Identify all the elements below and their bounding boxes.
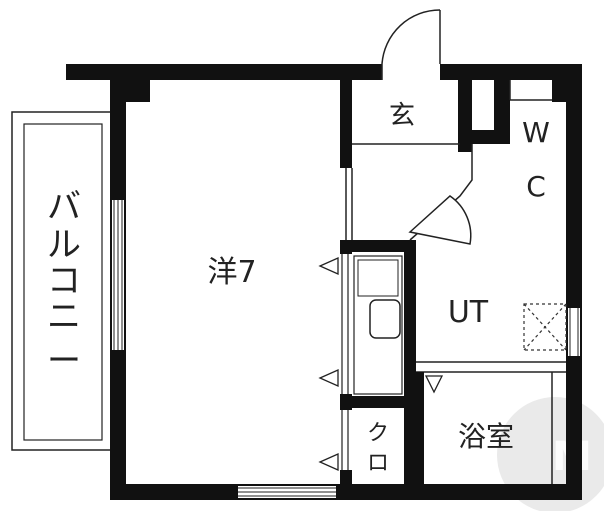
window-right bbox=[568, 308, 580, 356]
wc-door bbox=[408, 195, 472, 245]
balcony-char-3: コ bbox=[47, 261, 81, 301]
interior-walls bbox=[340, 80, 510, 484]
window-bottom bbox=[238, 486, 336, 498]
balcony-char-4: ニ bbox=[47, 297, 81, 337]
svg-text:ク: ク bbox=[367, 421, 389, 446]
outer-walls bbox=[66, 64, 582, 500]
svg-text:ロ: ロ bbox=[367, 451, 389, 476]
room-label-entrance: 玄 bbox=[389, 101, 415, 131]
balcony-char-1: バ bbox=[47, 187, 81, 227]
sliding-door-markers bbox=[318, 256, 444, 472]
balcony-char-2: ル bbox=[47, 225, 81, 265]
room-label-western: 洋7 bbox=[207, 255, 256, 290]
kitchen-counter bbox=[353, 255, 403, 395]
room-label-wc-c: C bbox=[526, 170, 546, 203]
partition-lines bbox=[345, 80, 566, 484]
bath-partition bbox=[416, 372, 424, 484]
room-label-bath: 浴室 bbox=[458, 420, 514, 453]
washing-machine-pan bbox=[523, 303, 567, 351]
balcony: バ ル コ ニ ー bbox=[11, 111, 113, 451]
window-left bbox=[112, 200, 124, 350]
room-label-closet: ク ロ bbox=[367, 421, 389, 476]
entrance-door bbox=[381, 9, 441, 80]
room-label-utility: UT bbox=[448, 295, 489, 330]
room-label-wc-w: W bbox=[522, 116, 550, 149]
closet-lines bbox=[341, 254, 349, 470]
balcony-char-5: ー bbox=[47, 341, 81, 381]
